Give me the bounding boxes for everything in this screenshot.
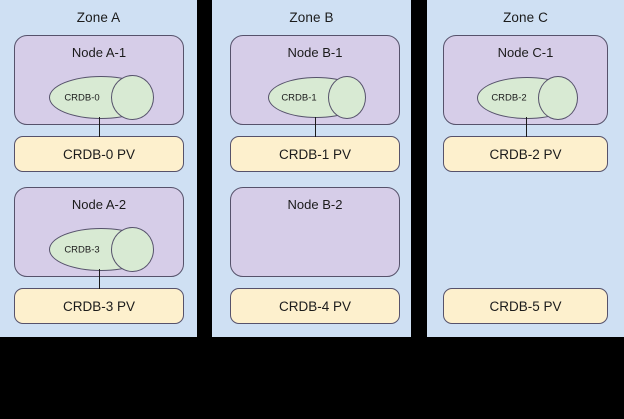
pod-crdb-3-label: CRDB-3	[64, 244, 100, 255]
node-a-1[interactable]: Node A-1 CRDB-0	[14, 35, 184, 125]
cylinder-cap	[538, 75, 579, 120]
pv-crdb-0[interactable]: CRDB-0 PV	[14, 136, 184, 172]
pod-crdb-2-label: CRDB-2	[491, 92, 527, 104]
cylinder-cap	[328, 75, 367, 119]
connector-crdb-0-to-pv	[99, 117, 100, 137]
node-c-1-label: Node C-1	[497, 45, 554, 60]
node-a-1-label: Node A-1	[71, 45, 127, 60]
cylinder-cap	[111, 226, 155, 272]
node-b-1[interactable]: Node B-1 CRDB-1	[230, 35, 400, 125]
connector-crdb-3-to-pv	[99, 269, 100, 289]
pv-crdb-4[interactable]: CRDB-4 PV	[230, 288, 400, 324]
connector-crdb-1-to-pv	[315, 117, 316, 137]
zone-b-title: Zone B	[289, 10, 334, 25]
node-b-1-label: Node B-1	[287, 45, 343, 60]
pv-crdb-1[interactable]: CRDB-1 PV	[230, 136, 400, 172]
pv-crdb-3[interactable]: CRDB-3 PV	[14, 288, 184, 324]
node-b-2-label: Node B-2	[287, 197, 343, 212]
connector-crdb-2-to-pv	[526, 117, 527, 137]
node-b-2[interactable]: Node B-2	[230, 187, 400, 277]
pv-crdb-5[interactable]: CRDB-5 PV	[443, 288, 608, 324]
node-a-2[interactable]: Node A-2 CRDB-3	[14, 187, 184, 277]
pod-crdb-2[interactable]: CRDB-2	[477, 75, 579, 120]
zone-a: Zone A Node A-1 CRDB-0 CRDB-0 PV Node A-…	[0, 0, 197, 337]
pod-crdb-3[interactable]: CRDB-3	[49, 226, 155, 272]
pod-crdb-0[interactable]: CRDB-0	[49, 74, 155, 120]
pod-crdb-0-label: CRDB-0	[64, 92, 100, 103]
node-a-2-label: Node A-2	[71, 197, 127, 212]
pod-crdb-1[interactable]: CRDB-1	[268, 75, 367, 119]
zone-b: Zone B Node B-1 CRDB-1 CRDB-1 PV Node B-…	[212, 0, 411, 337]
pod-crdb-1-label: CRDB-1	[281, 92, 317, 103]
pv-crdb-2[interactable]: CRDB-2 PV	[443, 136, 608, 172]
zone-a-title: Zone A	[76, 10, 121, 25]
node-c-1[interactable]: Node C-1 CRDB-2	[443, 35, 608, 125]
zone-c-title: Zone C	[503, 10, 548, 25]
zone-c: Zone C Node C-1 CRDB-2 CRDB-2 PV CRDB-5 …	[427, 0, 624, 337]
cylinder-cap	[111, 74, 155, 120]
